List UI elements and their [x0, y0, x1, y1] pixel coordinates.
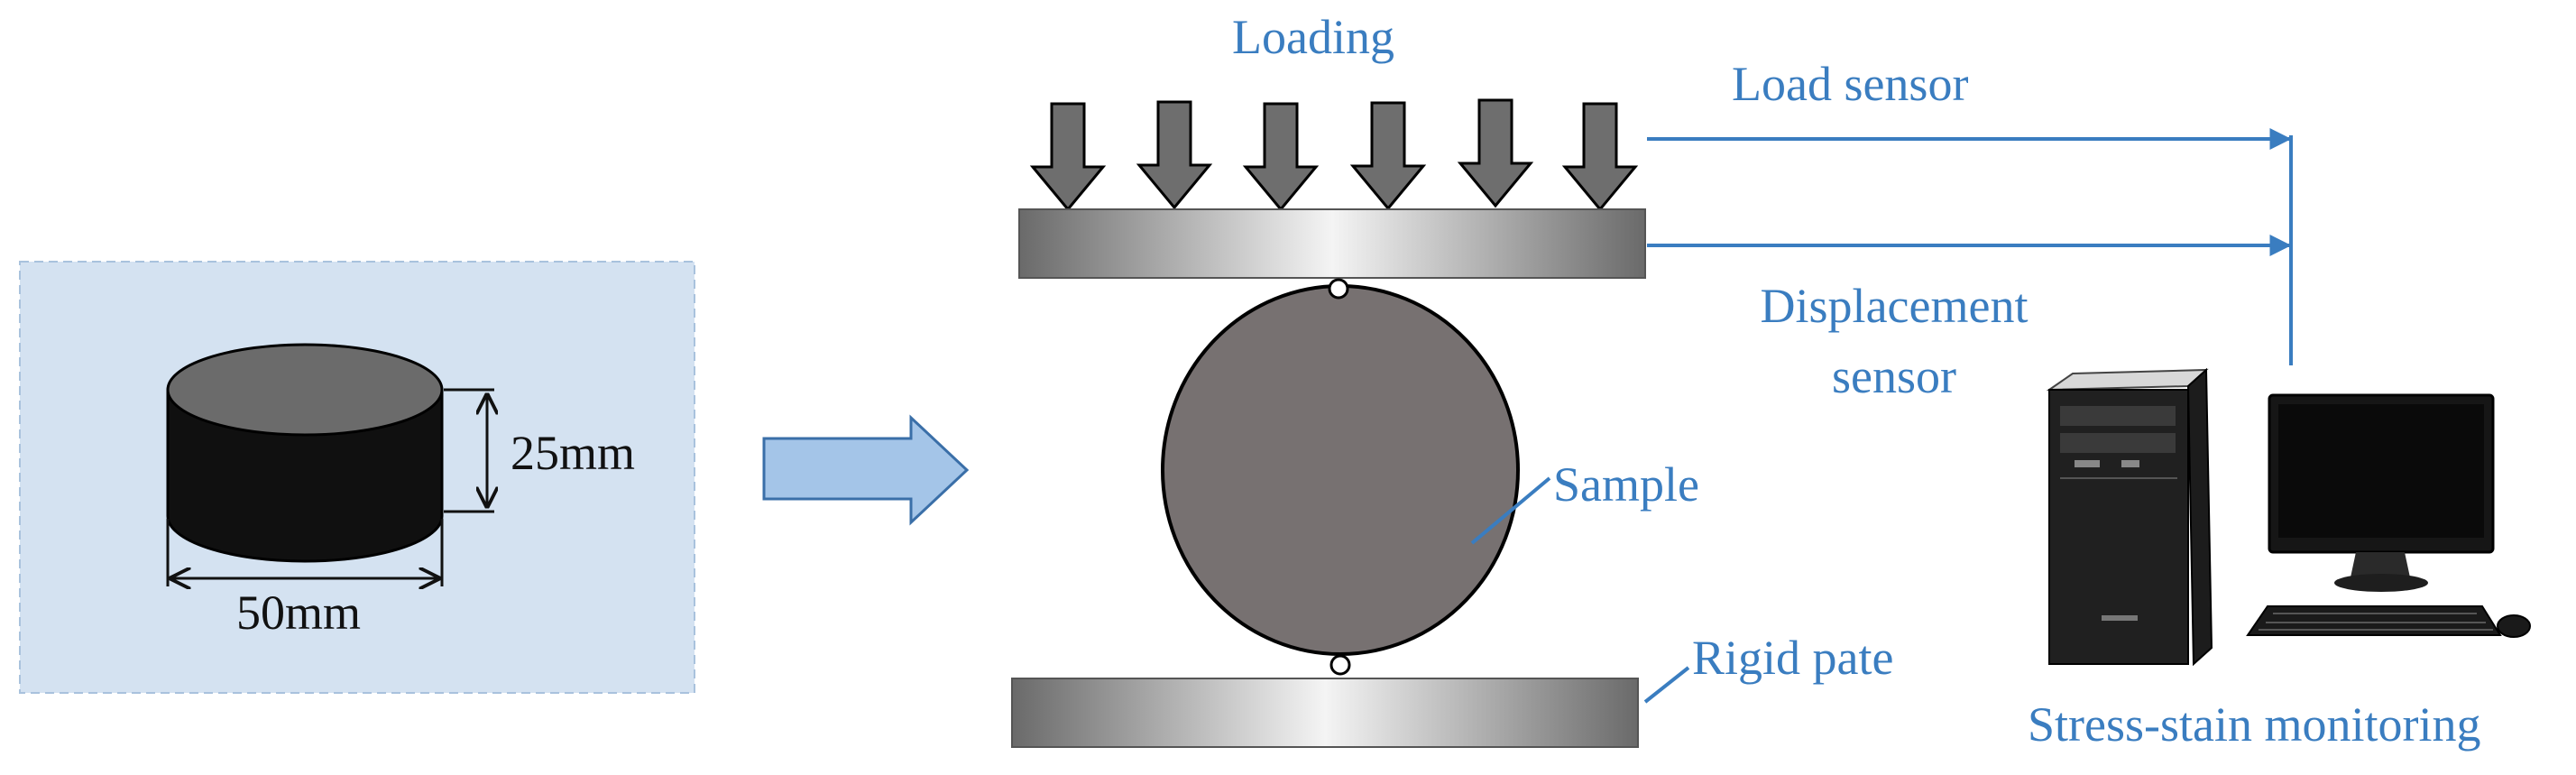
load-arrow-5: [1457, 98, 1534, 208]
top-rigid-plate: [1018, 208, 1646, 279]
displacement-sensor-label: Displacement sensor: [1723, 281, 2065, 401]
mouse-icon: [2497, 614, 2531, 638]
bottom-contact-point: [1329, 654, 1351, 676]
load-arrow-6: [1561, 102, 1639, 212]
process-arrow: [762, 414, 970, 526]
displacement-sensor-line2: sensor: [1832, 349, 1956, 403]
cylinder-specimen: [166, 343, 444, 563]
load-arrow-2: [1136, 100, 1213, 210]
height-label: 25mm: [511, 426, 636, 480]
sample-label: Sample: [1553, 457, 1699, 512]
diameter-label: 50mm: [236, 586, 362, 640]
load-arrow-1: [1029, 102, 1107, 212]
load-sensor-label: Load sensor: [1732, 57, 1969, 111]
sensor-connections: [1647, 128, 2293, 365]
load-arrow-4: [1349, 101, 1427, 211]
monitoring-label: Stress-stain monitoring: [2028, 697, 2481, 752]
bottom-rigid-plate: [1011, 678, 1639, 748]
keyboard-icon: [2246, 605, 2502, 636]
monitor-icon: [2268, 393, 2495, 592]
load-arrows: [1029, 98, 1639, 212]
loading-label: Loading: [1232, 10, 1394, 64]
computer-tower-icon: [2046, 367, 2213, 667]
sample-leader-line: [1470, 476, 1551, 545]
diameter-dimension: [166, 519, 444, 586]
sample-disc: [1161, 278, 1520, 676]
height-dimension: [444, 388, 494, 513]
top-contact-point: [1328, 278, 1349, 300]
load-arrow-3: [1242, 102, 1320, 212]
displacement-sensor-line1: Displacement: [1760, 279, 2029, 333]
plate-leader-line: [1643, 666, 1690, 704]
rigid-plate-label: Rigid pate: [1692, 631, 1894, 685]
